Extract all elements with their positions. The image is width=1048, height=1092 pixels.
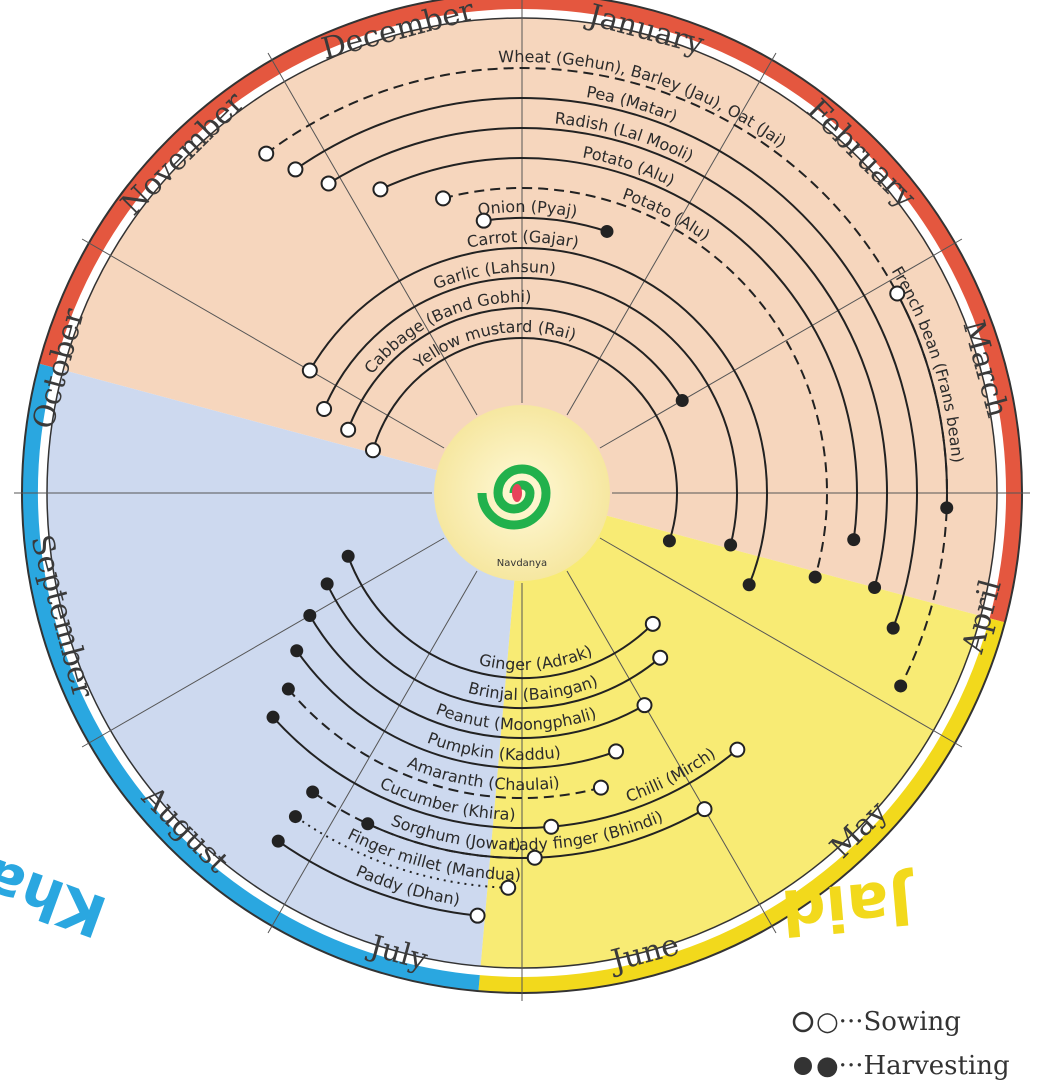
legend-sowing-label: ○···Sowing	[816, 1007, 961, 1037]
crop-arc	[312, 791, 535, 859]
harvest-marker	[662, 534, 676, 548]
sowing-marker	[475, 212, 492, 229]
crop-arc	[272, 716, 552, 829]
crop-arc	[326, 583, 661, 709]
center-emblem: Navdanya	[434, 405, 610, 581]
center-seed	[512, 484, 522, 502]
month-spoke	[566, 52, 777, 416]
month-spoke	[81, 537, 445, 748]
sowing-marker	[340, 421, 357, 438]
crop-arc	[328, 127, 888, 588]
rabi-season-arc	[39, 0, 1022, 623]
sowing-marker	[258, 145, 275, 162]
month-spoke	[267, 52, 478, 416]
calendar-grid	[14, 0, 1030, 1001]
crop-arc	[294, 97, 918, 629]
crop-arc	[551, 748, 738, 828]
month-spoke	[599, 537, 963, 748]
harvest-marker	[303, 609, 317, 622]
sowing-marker	[372, 181, 389, 198]
crop-arc	[287, 688, 602, 799]
harvest-marker	[281, 682, 295, 696]
sowing-marker	[301, 362, 318, 379]
sowing-marker	[316, 400, 333, 417]
harvest-marker	[724, 538, 738, 552]
kharif-season-arc	[22, 363, 480, 992]
season-label-kharif: Kharif	[0, 818, 115, 950]
month-spoke	[267, 570, 478, 934]
harvest-marker	[320, 577, 334, 591]
harvesting-legend-marker	[794, 1057, 812, 1075]
sowing-marker	[365, 442, 382, 459]
crop-arc	[442, 187, 828, 578]
crop-arc	[483, 217, 608, 233]
crop-arc	[323, 277, 738, 546]
sowing-marker	[500, 879, 517, 896]
crop-arc	[347, 307, 684, 431]
harvest-marker	[271, 834, 285, 848]
harvest-marker	[288, 810, 302, 824]
harvest-marker	[266, 710, 280, 724]
sowing-marker	[526, 849, 543, 866]
month-spoke	[599, 238, 963, 449]
crop-arc	[308, 614, 645, 739]
jaid-season-arc	[478, 618, 1005, 993]
center-swirl	[477, 464, 551, 530]
harvest-marker	[600, 224, 614, 238]
legend-harvesting-label: ●···Harvesting	[816, 1051, 1010, 1081]
crop-arc	[308, 247, 768, 586]
crop-arc	[347, 555, 654, 679]
harvest-marker	[808, 570, 822, 584]
legend: ○···Sowing ●···Harvesting	[792, 1007, 1010, 1081]
harvest-marker	[361, 817, 375, 831]
crop-arc	[896, 293, 948, 508]
crop-arc	[295, 650, 617, 769]
sowing-marker	[729, 741, 746, 758]
harvest-marker	[847, 533, 861, 547]
sowing-marker	[696, 801, 713, 818]
sowing-marker	[652, 649, 669, 666]
crop-arc	[380, 157, 858, 540]
sowing-marker	[636, 697, 653, 714]
harvest-marker	[306, 785, 320, 799]
month-spoke	[81, 238, 445, 449]
harvest-marker	[894, 679, 908, 693]
sowing-legend-marker	[792, 1011, 814, 1033]
center-label: Navdanya	[497, 558, 547, 569]
sowing-marker	[592, 779, 609, 796]
sowing-marker	[287, 161, 304, 178]
sowing-marker	[320, 175, 337, 192]
sowing-marker	[543, 818, 560, 835]
harvest-marker	[868, 580, 882, 594]
crop-arc	[277, 840, 478, 917]
crop-arc	[294, 815, 509, 889]
harvest-marker	[742, 578, 756, 592]
sowing-marker	[469, 907, 486, 924]
crop-arc	[372, 337, 678, 542]
harvest-marker	[886, 621, 900, 635]
harvest-marker	[341, 549, 355, 563]
sowing-marker	[644, 615, 661, 632]
sowing-marker	[435, 190, 452, 207]
sowing-marker	[608, 743, 625, 760]
harvest-marker	[675, 394, 689, 407]
season-label-jaid: Jaid	[779, 865, 919, 949]
month-spoke	[566, 570, 777, 934]
sowing-marker	[889, 285, 906, 302]
kharif-season-wedge	[46, 370, 523, 967]
harvest-marker	[940, 501, 954, 515]
harvest-marker	[290, 644, 304, 658]
